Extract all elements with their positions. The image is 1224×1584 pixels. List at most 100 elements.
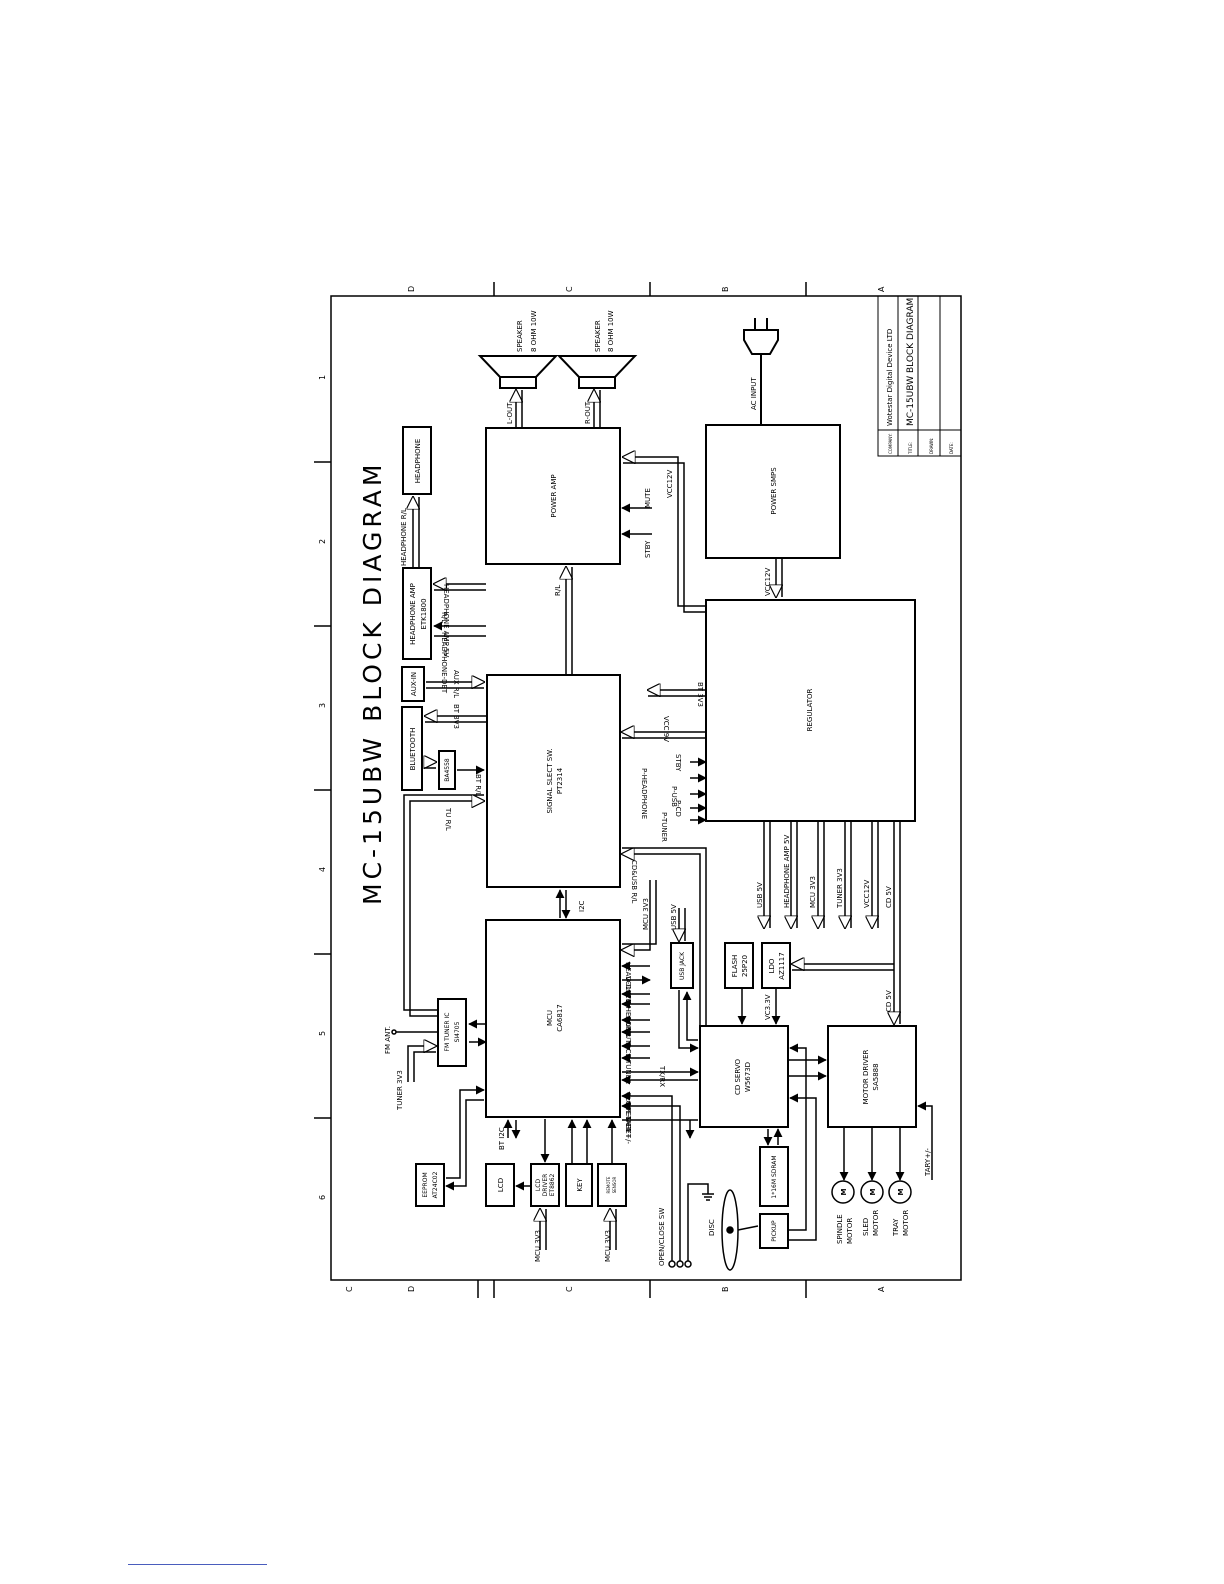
sig-tray: TRAY [892, 1218, 900, 1237]
sig-tary-md: TARY+/- [924, 1148, 932, 1177]
sig-p-cd-mcu: P-CD [624, 1042, 632, 1059]
sig-headphone-det: HEADPHONE-DET [440, 632, 448, 694]
pickup-block [759, 1213, 789, 1249]
ac-plug [743, 318, 779, 425]
mcu-block [485, 919, 621, 1118]
sig-tu-rl: TU R/L [444, 807, 452, 831]
spindle-motor-icon [831, 1180, 855, 1204]
motor-driver-part: SA5888 [872, 1063, 880, 1090]
sig-mcu-3v3-lcd: MCU 3V3 [534, 1230, 542, 1262]
sig-tray-motor: MOTOR [902, 1210, 910, 1236]
power-amp-label: POWER AMP [550, 474, 558, 517]
regulator-block [705, 599, 916, 822]
tb-drawn-label: DRAWN: [929, 437, 934, 454]
tray-motor-icon [888, 1180, 912, 1204]
flash-label: FLASH [731, 955, 739, 978]
title-block [877, 295, 962, 457]
regulator-label: REGULATOR [806, 688, 814, 731]
lcd-driver-part: ET8862 [549, 1173, 556, 1196]
sig-mcu-3v3: MCU 3V3 [642, 898, 650, 930]
motor-m-1: M [840, 1188, 848, 1195]
ba4558-block [438, 750, 456, 790]
tb-title-label: TITLE: [908, 442, 913, 455]
ac-input-label: AC INPUT [750, 377, 758, 410]
sdram-block [759, 1146, 789, 1207]
sig-mute-pa: MUTE [644, 488, 652, 508]
sig-spindle-motor: MOTOR [846, 1218, 854, 1244]
sig-hp-amp-5v-reg: HEADPHONE AMP 5V [783, 835, 791, 908]
sig-headphone-rl: HEADPHONE R/L [400, 508, 408, 566]
cd-servo-block [699, 1025, 789, 1128]
zone-row-top-c: C [565, 286, 574, 292]
sig-usb-5v: USB 5V [670, 904, 678, 930]
power-amp-block [485, 427, 621, 565]
sig-p-tuner-mcu: P-TUNER [624, 1054, 632, 1084]
sig-p-tuner: P-TUNER [660, 812, 668, 842]
power-smps-label: POWER SMPS [770, 467, 778, 515]
lcd-driver-block [530, 1163, 560, 1207]
sig-vcc12v-reg: VCC12V [863, 880, 871, 908]
signal-select-part: PT2314 [556, 767, 564, 794]
tb-title: MC-15UBW BLOCK DIAGRAM [906, 298, 916, 426]
headphone-amp-block [402, 567, 432, 660]
flash-part: 25P20 [741, 955, 749, 977]
ba4558-label: BA4558 [444, 758, 451, 782]
headphone-amp-label: HEADPHONE AMP [409, 583, 417, 645]
zone-ticks [314, 282, 807, 1298]
speaker-right-label: SPEAKER [594, 320, 602, 352]
signal-select-label: SIGNAL SLECT SW. [546, 748, 554, 813]
sig-mcu-3v3-remote: MCU 3V3 [604, 1230, 612, 1262]
lcd-driver-label-2: DRIVER [542, 1174, 549, 1197]
sig-headphone-amp-5v: HEADPHONE AMP 5V [442, 584, 450, 657]
ldo-part: AZ1117 [778, 952, 786, 979]
tb-date-label: DATE: [949, 442, 954, 454]
sig-bt-3v3-reg: BT 3V3 [696, 682, 704, 707]
sig-p-usb: P-USB [670, 786, 678, 807]
sig-sled-motor: MOTOR [872, 1210, 880, 1236]
zone-row-top-d: D [407, 286, 416, 292]
zone-col-4: 4 [318, 867, 327, 872]
sig-rl-pa: R/L [554, 585, 562, 596]
sig-fm-ant: FM ANT. [384, 1026, 392, 1054]
sig-close-det: CLOSE-DET [624, 1092, 632, 1132]
sig-cd-usb-rl: CD&USB R/L [630, 860, 638, 904]
sig-aux-rl: AUX R/L [452, 670, 460, 698]
speaker-left-spec: 8 OHM 10W [530, 310, 538, 352]
sig-stby-reg: STBY [674, 754, 682, 772]
power-smps-block [705, 424, 841, 559]
sig-p-cd: P-CD [674, 800, 682, 817]
eeprom-block [415, 1163, 445, 1207]
zone-col-3: 3 [318, 703, 327, 708]
bluetooth-label: BLUETOOTH [409, 728, 417, 771]
speaker-right [556, 355, 638, 389]
sig-usb-5v-reg: USB 5V [756, 882, 764, 908]
tb-company-label: COMPANY: [888, 433, 893, 454]
sig-bt-rl: BT R/L [474, 774, 482, 797]
sig-bt-3v3: BT 3V3 [452, 704, 460, 729]
diagram-title: MC-15UBW BLOCK DIAGRAM [358, 461, 387, 905]
motor-m-3: M [897, 1188, 905, 1195]
motor-m-2: M [869, 1188, 877, 1195]
fm-tuner-part: SI4705 [454, 1021, 461, 1042]
sig-i2c: I2C [578, 900, 586, 912]
eeprom-part: AT24C02 [432, 1171, 439, 1198]
signal-select-block [486, 674, 621, 888]
sig-spindle: SPINDLE [836, 1214, 844, 1244]
speaker-left [477, 355, 559, 389]
mcu-label: MCU [546, 1010, 554, 1026]
sig-l-out: L-OUT [506, 402, 514, 424]
eeprom-label: EEPROM [422, 1172, 429, 1197]
sig-vol-i2c: VOL I2C [624, 976, 632, 1004]
zone-row-bot-c1: C [345, 1286, 354, 1292]
sig-vcc12v-pa: VCC12V [666, 470, 674, 498]
lcd-block [485, 1163, 515, 1207]
zone-col-5: 5 [318, 1031, 327, 1036]
sig-cd-5v-1: CD 5V [885, 886, 893, 908]
fm-tuner-label: FM TUNER IC [444, 1013, 451, 1052]
remote-sensor-block [597, 1163, 627, 1207]
pickup-label: PICKUP [771, 1220, 778, 1242]
remote-sensor-label: REMOTE [606, 1176, 611, 1193]
fm-tuner-block [437, 998, 467, 1067]
ldo-label: LDO [768, 958, 776, 973]
